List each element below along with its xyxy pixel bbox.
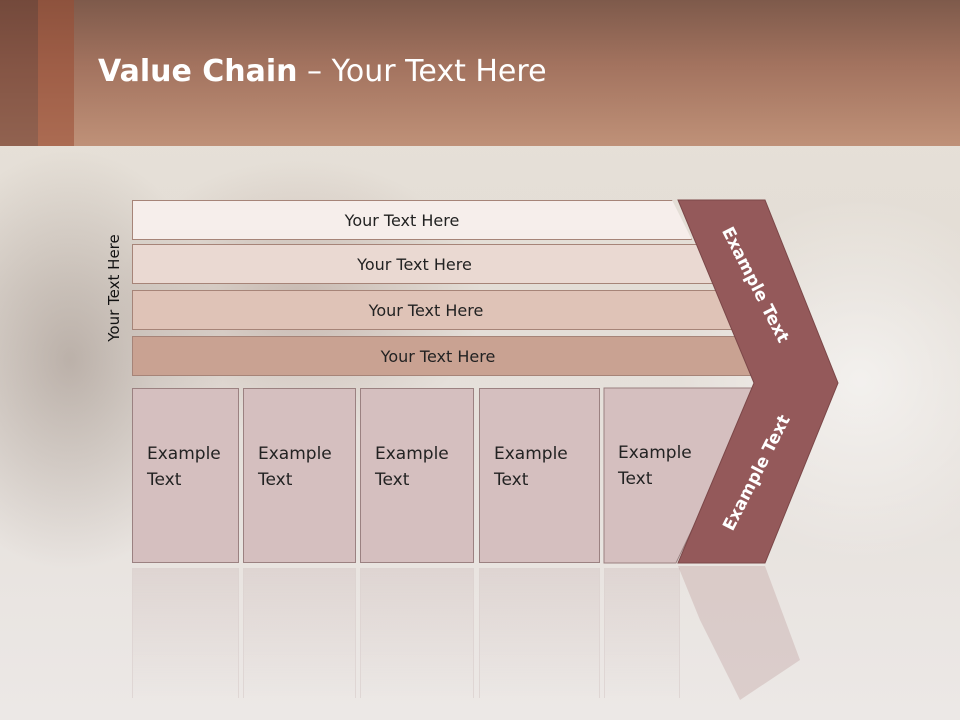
row-4[interactable]: Your Text Here bbox=[132, 336, 764, 376]
row-4-label: Your Text Here bbox=[380, 346, 496, 366]
box-reflection bbox=[604, 568, 680, 698]
box-reflection bbox=[243, 568, 356, 698]
title-rest: – Your Text Here bbox=[297, 54, 547, 89]
box-1-text: Example Text bbox=[147, 444, 221, 490]
row-1-label: Your Text Here bbox=[344, 210, 460, 230]
slide-title[interactable]: Value Chain – Your Text Here bbox=[98, 54, 547, 89]
header-stripe bbox=[38, 0, 74, 146]
box-5-text: Example Text bbox=[618, 443, 692, 489]
activity-box-5[interactable]: Example Text bbox=[604, 388, 724, 563]
activity-box-2[interactable]: Example Text bbox=[243, 388, 356, 563]
row-3-label: Your Text Here bbox=[368, 300, 484, 320]
row-2[interactable]: Your Text Here bbox=[132, 244, 717, 284]
activity-box-1[interactable]: Example Text bbox=[132, 388, 239, 563]
box-reflection bbox=[132, 568, 239, 698]
box-3-text: Example Text bbox=[375, 444, 449, 490]
activity-box-4[interactable]: Example Text bbox=[479, 388, 600, 563]
header-stripe bbox=[0, 0, 38, 146]
activity-box-3[interactable]: Example Text bbox=[360, 388, 474, 563]
row-2-label: Your Text Here bbox=[357, 254, 472, 274]
title-bold: Value Chain bbox=[98, 54, 298, 89]
row-1[interactable]: Your Text Here bbox=[132, 200, 692, 240]
box-reflection bbox=[479, 568, 600, 698]
box-4-text: Example Text bbox=[494, 444, 568, 490]
box-2-text: Example Text bbox=[258, 444, 332, 490]
box-1-label: Example Text bbox=[147, 444, 221, 490]
chevron-reflection bbox=[678, 566, 800, 700]
activity-box-5-shape bbox=[603, 387, 761, 564]
box-reflection bbox=[360, 568, 474, 698]
row-3[interactable]: Your Text Here bbox=[132, 290, 740, 330]
chevron-arrow bbox=[677, 199, 839, 564]
title-bar: Value Chain – Your Text Here bbox=[0, 0, 960, 146]
